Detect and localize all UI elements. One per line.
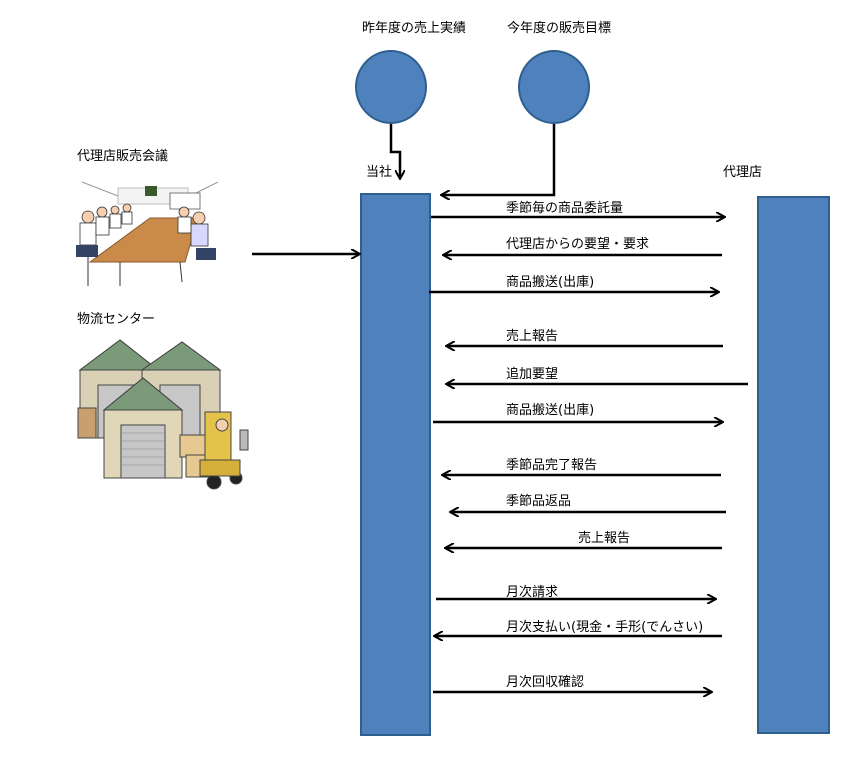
message-label: 代理店からの要望・要求 [506, 237, 650, 252]
agency-meeting-label: 代理店販売会議 [77, 149, 169, 164]
message-label: 季節毎の商品委託量 [506, 201, 624, 216]
company-lane-label: 当社 [366, 165, 393, 180]
company-lifeline [360, 193, 431, 736]
agency-lane-label: 代理店 [723, 165, 763, 180]
message-label: 月次請求 [506, 585, 559, 600]
prev-year-sales-label: 昨年度の売上実績 [362, 21, 467, 36]
message-label: 追加要望 [506, 367, 559, 382]
prev-year-arrow [389, 124, 400, 178]
message-label: 季節品完了報告 [506, 458, 598, 473]
this-year-arrow [442, 124, 556, 195]
message-label: 売上報告 [578, 531, 631, 546]
message-label: 商品搬送(出庫) [506, 403, 595, 418]
distribution-center-label: 物流センター [77, 312, 156, 327]
message-label: 季節品返品 [506, 494, 572, 509]
this-year-target-circle [518, 50, 590, 124]
this-year-target-label: 今年度の販売目標 [507, 21, 612, 36]
message-label: 売上報告 [506, 329, 559, 344]
agency-lifeline [757, 196, 830, 734]
prev-year-sales-circle [355, 50, 427, 124]
message-label: 商品搬送(出庫) [506, 275, 595, 290]
message-label: 月次支払い(現金・手形(でんさい) [506, 620, 704, 635]
message-label: 月次回収確認 [506, 675, 585, 690]
